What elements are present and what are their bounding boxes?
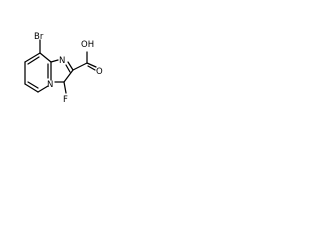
atom-label-br: Br [34, 32, 44, 42]
bond-c6-c5-double [27, 81, 39, 89]
bond-c3-f [63, 81, 67, 94]
bond-c8a-n1 [50, 59, 59, 63]
atom-label-n-bridge: N [47, 80, 53, 90]
bond-c5-n4 [37, 85, 49, 93]
atom-label-oh: OH [81, 40, 94, 50]
atom-label-n-imidazole: N [59, 56, 65, 66]
atom-label-f: F [63, 95, 68, 105]
bond-c8-c7 [24, 52, 41, 63]
bond-c8-c7-double [27, 56, 40, 65]
bond-c2-carboxyl [72, 62, 88, 71]
bond-n1-c2 [67, 61, 74, 71]
bond-c2-c3 [63, 69, 74, 83]
molecule-structure: Br N N OH O F [24, 32, 103, 105]
bond-carboxyl-o [86, 62, 97, 68]
bond-c8-c8a [39, 52, 52, 63]
bond-n1-c2-double [65, 64, 71, 73]
bond-c6-c5 [24, 83, 39, 93]
atom-label-o: O [96, 67, 103, 77]
bond-carboxyl-o-double [87, 65, 96, 71]
